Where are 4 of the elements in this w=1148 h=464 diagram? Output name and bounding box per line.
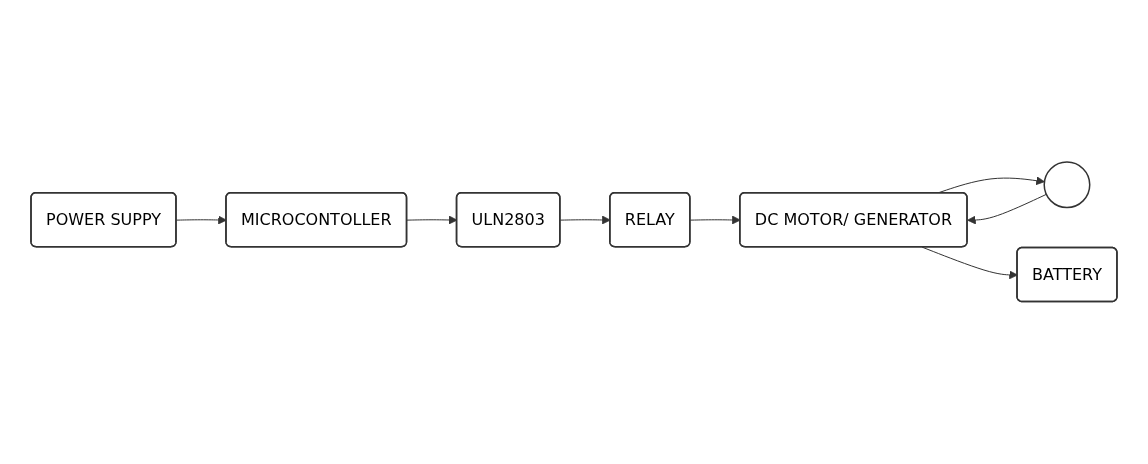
arrow xyxy=(921,246,1018,280)
arrow xyxy=(176,215,227,225)
arrow xyxy=(967,194,1047,225)
node-ellipse xyxy=(1043,161,1091,209)
